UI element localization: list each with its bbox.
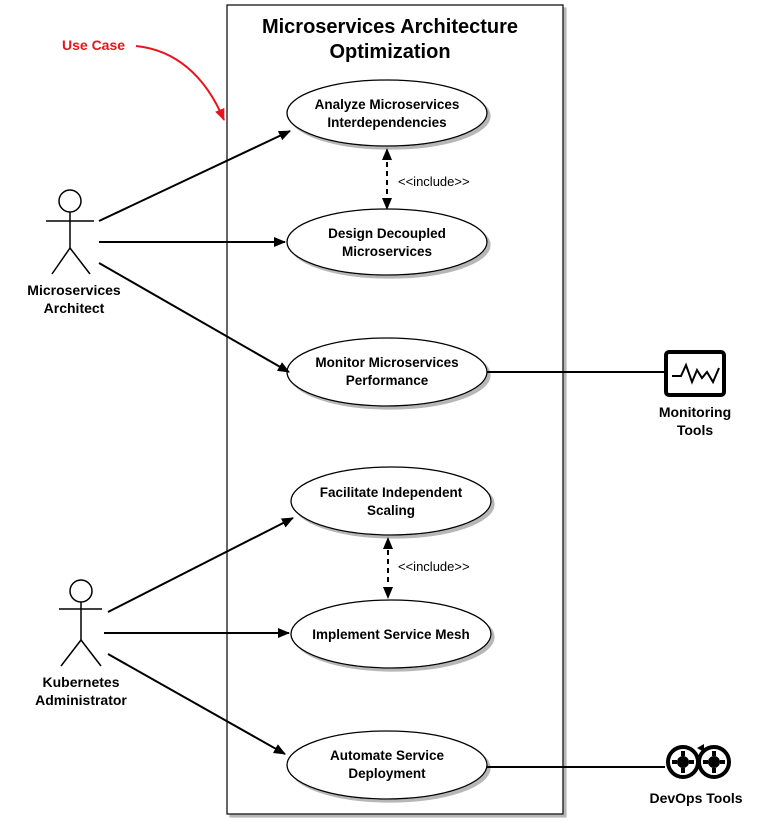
use-case-deploy[interactable] xyxy=(286,730,488,800)
include-scaling-mesh-head-bottom xyxy=(383,587,393,599)
use-case-label-mesh: Implement Service Mesh xyxy=(312,627,470,642)
actor-label-k8s-admin: Kubernetes Administrator xyxy=(35,674,127,708)
use-case-label-analyze: Analyze Microservices Interdependencies xyxy=(314,97,460,130)
use-case-label-scaling: Facilitate Independent Scaling xyxy=(319,485,463,518)
assoc-admin-deploy xyxy=(107,653,286,755)
diagram-title: Microservices Architecture Optimization xyxy=(261,16,519,63)
include-scaling-mesh-head-top xyxy=(383,537,393,549)
gears-cycle-icon[interactable] xyxy=(666,744,731,779)
use-case-analyze[interactable] xyxy=(286,79,488,147)
actor-label-architect: Microservices Architect xyxy=(27,282,121,316)
use-case-label-deploy: Automate Service Deployment xyxy=(329,748,445,781)
actor-label-monitoring: Monitoring Tools xyxy=(658,404,732,438)
include-analyze-design-head-top xyxy=(382,148,392,160)
actor-k8s-admin-figure[interactable] xyxy=(59,579,102,667)
use-case-mesh[interactable] xyxy=(290,599,492,669)
include-label-2: <<include>> xyxy=(398,559,470,574)
use-case-label-monitor: Monitor Microservices Performance xyxy=(315,355,459,388)
assoc-admin-scaling xyxy=(107,517,294,613)
assoc-architect-analyze xyxy=(98,130,291,222)
include-label-1: <<include>> xyxy=(398,174,470,189)
assoc-architect-monitor xyxy=(98,262,290,373)
actor-architect-figure[interactable] xyxy=(46,189,94,275)
include-analyze-design-head-bottom xyxy=(382,198,392,210)
use-case-label-design: Design Decoupled Microservices xyxy=(328,226,446,259)
note-pointer-arrow xyxy=(135,45,225,121)
use-case-note: Use Case xyxy=(62,37,126,53)
use-case-scaling[interactable] xyxy=(290,466,492,536)
actor-label-devops: DevOps Tools xyxy=(649,790,743,806)
monitor-chart-icon[interactable] xyxy=(664,350,726,397)
